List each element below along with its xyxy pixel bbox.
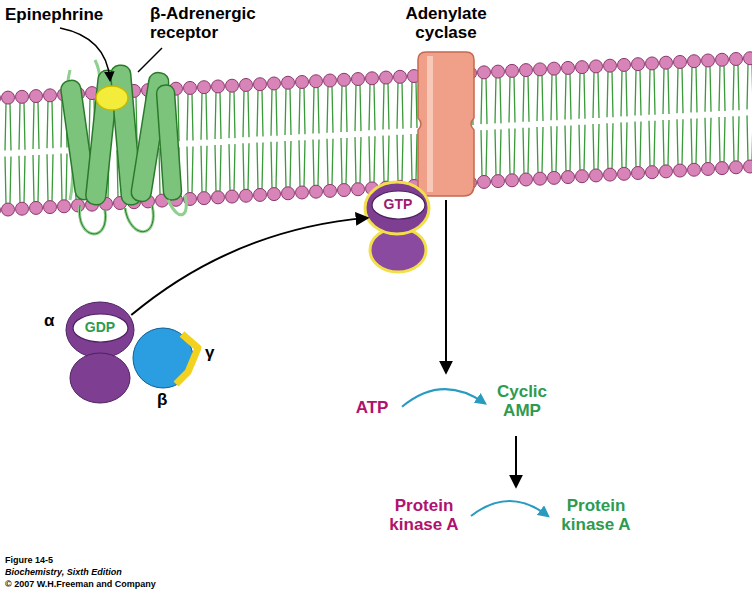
camp-arrow xyxy=(515,436,517,486)
epinephrine-arrow xyxy=(60,28,110,80)
node-text: GDP xyxy=(85,320,116,335)
node-text: Protein kinase A xyxy=(382,497,466,534)
node-text: GTP xyxy=(384,197,413,212)
inactive-kinase-label: Protein kinase A xyxy=(380,495,468,537)
book-title: Biochemistry, Sixth Edition xyxy=(5,568,122,578)
reaction-arrow xyxy=(471,501,548,516)
g-alpha-gtp xyxy=(365,182,429,272)
subunit-label: γ xyxy=(205,344,214,363)
active-kinase-label: Protein kinase A xyxy=(552,495,640,537)
gdp-oval: GDP xyxy=(72,313,129,343)
reaction-arrow xyxy=(402,389,485,407)
substrate-label: ATP xyxy=(345,397,399,420)
ligand-label: Epinephrine xyxy=(5,6,103,25)
cyclase-arrow xyxy=(445,200,447,372)
node-text: Cyclic AMP xyxy=(491,383,553,420)
enzyme-label: Adenylate cyclase xyxy=(400,5,492,42)
g-protein-trimer xyxy=(66,302,198,403)
receptor-helices xyxy=(60,60,187,234)
receptor-label: β-Adrenergic receptor xyxy=(150,5,265,42)
gtp-oval: GTP xyxy=(371,190,426,220)
product-label: Cyclic AMP xyxy=(489,381,555,423)
activation-arrow xyxy=(131,218,367,315)
node-text: ATP xyxy=(347,399,397,418)
node-text: Protein kinase A xyxy=(554,497,638,534)
copyright-note: © 2007 W.H.Freeman and Company xyxy=(5,580,156,590)
receptor-leader xyxy=(138,48,162,72)
subunit-label: β xyxy=(157,391,167,410)
adenylate-cyclase xyxy=(418,52,474,196)
subunit-label: α xyxy=(44,312,54,331)
figure-number: Figure 14-5 xyxy=(5,556,53,566)
